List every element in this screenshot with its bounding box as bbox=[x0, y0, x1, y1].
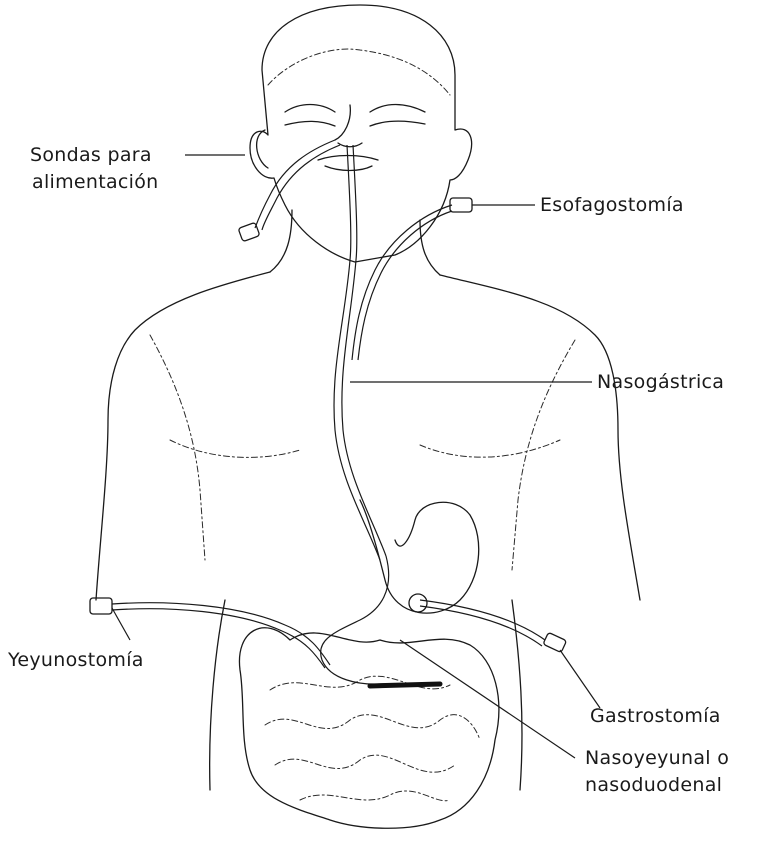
waist-left bbox=[210, 600, 225, 790]
gastrostomy-connector bbox=[543, 632, 567, 652]
waist-right bbox=[512, 600, 522, 790]
gastrostomy-port bbox=[409, 594, 427, 612]
leader-yeyunostomia bbox=[112, 608, 130, 640]
label-sondas-line2: alimentación bbox=[32, 170, 159, 194]
nasojejunal-tip bbox=[370, 684, 440, 686]
label-yeyunostomia: Yeyunostomía bbox=[8, 648, 144, 672]
small-intestine-3 bbox=[275, 755, 455, 772]
label-nasoyeyunal-line1: Nasoyeyunal o bbox=[585, 746, 729, 770]
leader-gastrostomia bbox=[560, 650, 600, 708]
label-gastrostomia: Gastrostomía bbox=[590, 704, 721, 728]
leader-nasoyeyunal bbox=[400, 640, 575, 758]
large-intestine bbox=[239, 628, 498, 828]
esophagostomy-connector bbox=[450, 198, 472, 212]
left-eye bbox=[285, 105, 335, 127]
hair-line bbox=[268, 49, 450, 95]
ear bbox=[257, 130, 268, 168]
nasal-tube-connector bbox=[238, 222, 260, 241]
nose bbox=[335, 105, 362, 147]
jejunostomy-connector bbox=[90, 598, 112, 614]
neck-right bbox=[420, 220, 440, 275]
chest-right bbox=[420, 440, 560, 457]
label-nasogastrica: Nasogástrica bbox=[597, 370, 724, 394]
label-nasoyeyunal-line2: nasoduodenal bbox=[585, 773, 722, 797]
label-esofagostomia: Esofagostomía bbox=[540, 193, 684, 217]
torso-left bbox=[96, 272, 270, 600]
arm-line-left bbox=[150, 335, 205, 560]
chest-left bbox=[170, 440, 300, 457]
jejunostomy-tube bbox=[112, 603, 330, 665]
torso-right bbox=[440, 275, 640, 600]
small-intestine-4 bbox=[300, 791, 450, 801]
nasojejunal-tube bbox=[321, 556, 440, 684]
nasogastric-tube bbox=[334, 145, 380, 560]
label-sondas-line1: Sondas para bbox=[30, 143, 152, 167]
small-intestine-2 bbox=[265, 715, 480, 740]
gastrostomy-tube bbox=[420, 600, 545, 640]
neck-left bbox=[270, 210, 292, 272]
head-outline bbox=[250, 5, 472, 262]
stomach bbox=[360, 500, 479, 613]
right-eye bbox=[370, 105, 425, 127]
arm-line-right bbox=[512, 340, 575, 570]
esophagostomy-tube bbox=[352, 205, 452, 360]
